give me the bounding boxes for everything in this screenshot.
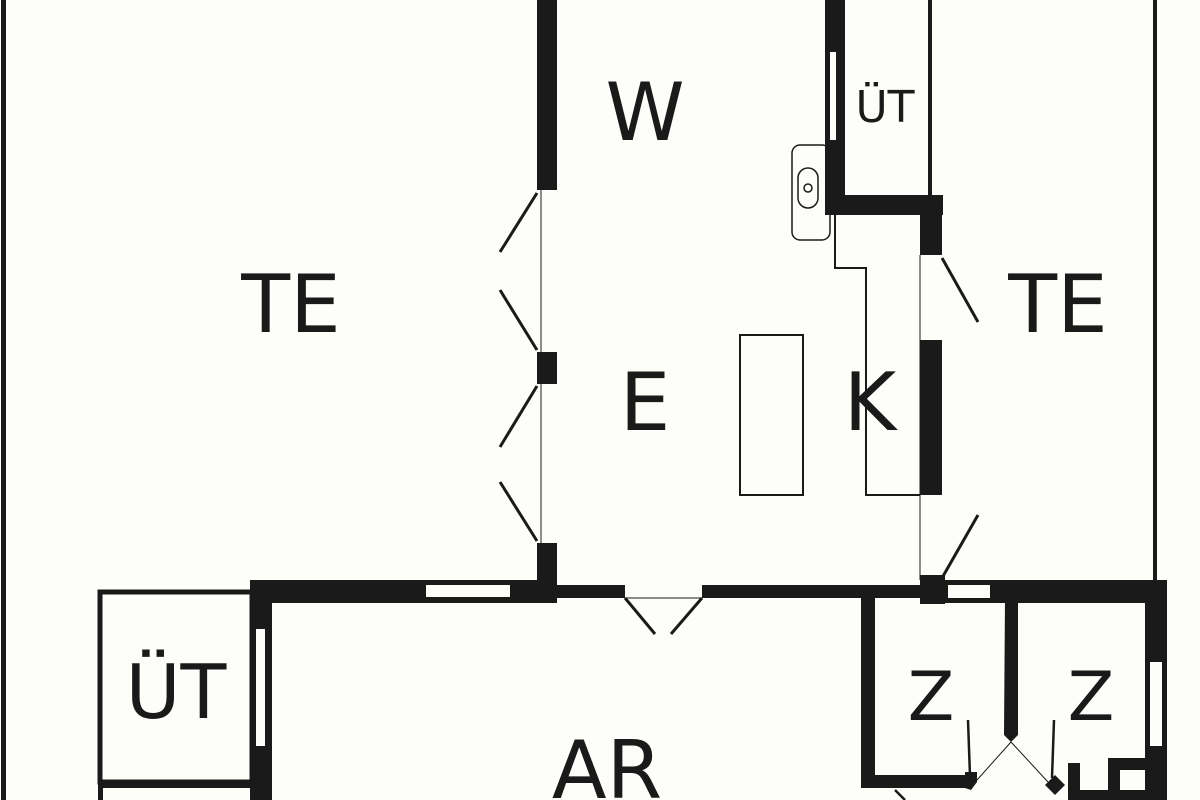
wall <box>920 340 942 495</box>
wall <box>1045 775 1065 795</box>
room-label-z: Z <box>1068 658 1115 737</box>
door-swing <box>894 719 1056 800</box>
wall <box>861 598 875 788</box>
wall <box>928 0 932 197</box>
wall <box>98 780 252 788</box>
outer-wall-left <box>1 0 6 800</box>
wall <box>1004 598 1018 742</box>
wall <box>945 580 1167 603</box>
wall <box>861 775 971 788</box>
outer-wall-right <box>1153 0 1157 582</box>
door-swing <box>940 257 980 579</box>
room-label-ar: AR <box>552 724 662 800</box>
room-label-k: K <box>844 356 899 449</box>
window <box>426 585 510 597</box>
wall <box>920 575 945 604</box>
door-swing <box>623 597 704 635</box>
room-label-ut: ÜT <box>855 81 914 133</box>
room-label-te: TE <box>240 258 340 351</box>
door-swing <box>498 192 539 542</box>
room-label-te: TE <box>1007 258 1107 351</box>
room-label-z: Z <box>908 658 955 737</box>
window <box>1150 662 1162 746</box>
wall <box>98 780 103 800</box>
wall <box>702 585 927 598</box>
window <box>830 52 836 140</box>
room-label-e: E <box>620 356 671 449</box>
wall <box>537 0 557 190</box>
kitchen-island <box>739 334 804 496</box>
wall <box>965 772 977 790</box>
window <box>256 629 265 746</box>
sink-icon <box>791 144 831 241</box>
wall <box>920 195 942 255</box>
room-label-ut: ÜT <box>126 648 228 736</box>
wall <box>835 195 943 215</box>
window <box>948 585 990 598</box>
wall <box>250 580 557 603</box>
wall <box>557 585 625 598</box>
wall <box>537 352 557 384</box>
wall <box>1108 758 1120 800</box>
room-label-w: W <box>605 66 684 159</box>
kitchen-counter <box>834 215 920 496</box>
